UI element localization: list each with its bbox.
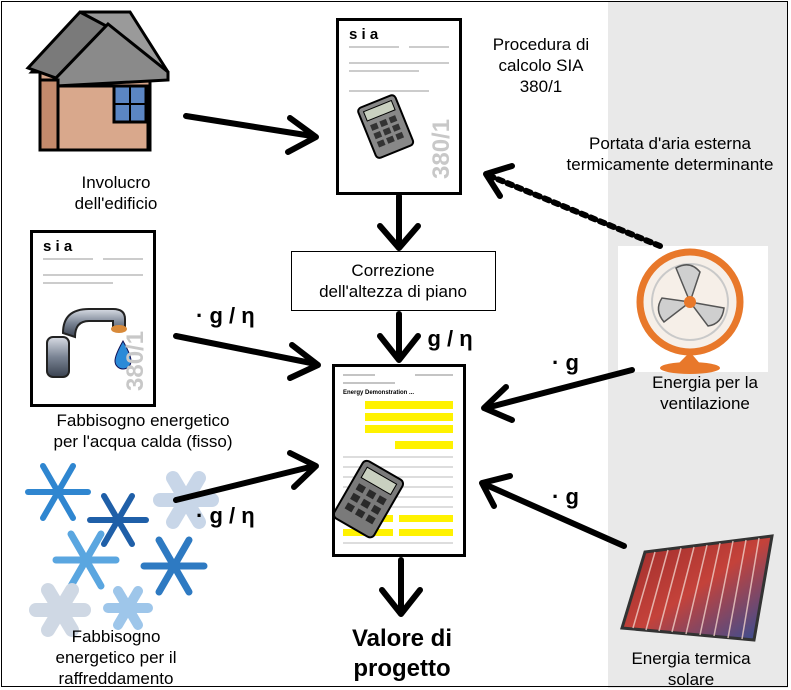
arrow-form-valore	[379, 557, 423, 617]
energy-form-document: Energy Demonstration ...	[332, 364, 466, 557]
arrow-portata-dotted	[483, 163, 663, 249]
snowflake-icon	[25, 463, 219, 637]
form-title: Energy Demonstration ...	[343, 390, 414, 396]
factor-ventilazione: · g	[552, 350, 579, 375]
correzione-label: Correzione dell'altezza di piano	[319, 261, 467, 301]
faucet-icon	[46, 308, 132, 378]
factor-raffreddamento: · g / η	[196, 503, 255, 528]
acqua-calda-label: Fabbisogno energetico per l'acqua calda …	[53, 411, 233, 451]
arrow-involucro	[183, 113, 319, 155]
factor-acqua: · g / η	[196, 303, 255, 328]
norm-number: 380/1	[122, 331, 149, 391]
portata-label: Portata d'aria esterna termicamente dete…	[566, 134, 774, 174]
sia-logo: s i a	[349, 26, 379, 43]
sia-water-document: s i a 380/1	[30, 230, 156, 407]
solare-label: Energia termica solare	[631, 649, 751, 689]
valore-di-progetto-label: Valore di progetto	[351, 625, 453, 682]
calculator-icon	[332, 459, 405, 539]
fan-icon	[618, 246, 768, 374]
involucro-label: Involucro dell'edificio	[74, 173, 158, 213]
arrow-procedura-correzione	[377, 193, 421, 251]
correzione-box: Correzione dell'altezza di piano	[291, 251, 496, 311]
arrow-raffreddamento	[173, 450, 319, 503]
solar-collector-icon	[620, 534, 774, 642]
ventilazione-label: Energia per la ventilazione	[652, 373, 758, 413]
arrow-acqua-calda	[173, 333, 321, 381]
raffreddamento-label: Fabbisogno energetico per il raffreddame…	[55, 627, 177, 688]
procedura-label: Procedura di calcolo SIA 380/1	[492, 35, 590, 96]
factor-solare: · g	[552, 484, 579, 509]
calculator-icon	[357, 94, 415, 159]
norm-number: 380/1	[428, 119, 455, 179]
arrow-correzione-form	[377, 311, 421, 363]
sia-procedure-document: s i a 380/1	[336, 18, 462, 195]
sia-logo: s i a	[43, 238, 73, 255]
arrow-ventilazione	[481, 367, 635, 423]
house-icon	[25, 10, 170, 152]
factor-correzione: · g / η	[414, 326, 473, 351]
arrow-solare	[479, 473, 627, 549]
